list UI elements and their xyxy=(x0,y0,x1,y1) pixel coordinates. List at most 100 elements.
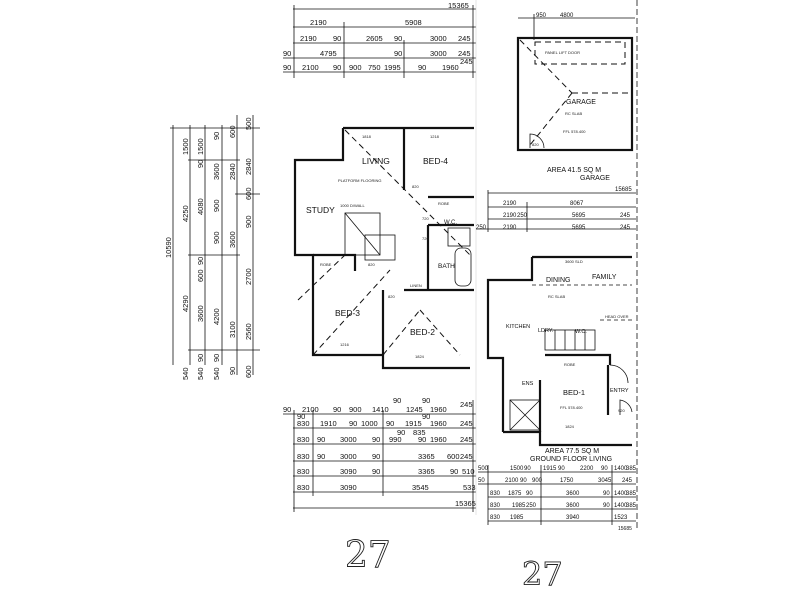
room-label-bed4: BED-4 xyxy=(423,156,448,166)
staircase xyxy=(344,212,381,256)
door-size: 820 xyxy=(532,142,539,147)
dim-text: 600 xyxy=(244,187,253,200)
dim-text: 3600 xyxy=(566,491,580,497)
dim-text: 600 xyxy=(196,269,205,282)
dim-text: 245 xyxy=(620,225,631,231)
dim-text: 500 xyxy=(244,117,253,130)
room-label-ensuite: ENS xyxy=(522,381,534,387)
dim-text: 5695 xyxy=(572,213,586,219)
dim-text: 2840 xyxy=(228,163,237,180)
dim-text: 3365 xyxy=(418,452,435,461)
dim-text: 900 xyxy=(532,478,543,484)
dim-text: 900 xyxy=(212,231,221,244)
entry-door-swing xyxy=(619,399,633,415)
garage-door-swing xyxy=(529,133,545,149)
dim-text: 5695 xyxy=(572,225,586,231)
dim-text: 1400 xyxy=(614,466,628,472)
dim-text: 3090 xyxy=(340,467,357,476)
dim-text: 5908 xyxy=(405,18,422,27)
dim-text: 2190 xyxy=(503,201,517,207)
dim-text: 750 xyxy=(368,63,381,72)
ground-floor-area: AREA 77.5 SQ M xyxy=(545,448,599,455)
dim-text: 90 xyxy=(601,466,608,472)
dim-text: 2190 xyxy=(503,225,517,231)
dim-text: 50 xyxy=(478,478,485,484)
door-size: 920 xyxy=(618,408,625,413)
dim-text: 245 xyxy=(460,452,473,461)
dim-text: 90 xyxy=(394,34,402,43)
note-panel-lift-door: PANEL LIFT DOOR xyxy=(545,50,580,55)
dim-text: 4080 xyxy=(196,198,205,215)
dim-text: 3000 xyxy=(430,34,447,43)
window-size: 1818 xyxy=(362,134,372,139)
dim-text: 600 xyxy=(244,365,253,378)
ground-top-dimensions: 15685 2190 8067 2190 250 5695 245 250 21… xyxy=(476,187,636,232)
note-slab: RC SLAB xyxy=(548,294,565,299)
dim-text: 90 xyxy=(283,49,291,58)
dim-text: 3000 xyxy=(340,435,357,444)
room-label-entry: ENTRY xyxy=(610,388,629,394)
dim-text: 3000 xyxy=(430,49,447,58)
dim-text: 90 xyxy=(372,435,380,444)
dim-text: 250 xyxy=(476,225,487,231)
dim-text: 245 xyxy=(460,419,473,428)
dim-text: 90 xyxy=(349,419,357,428)
page-number-left: 27 xyxy=(345,535,391,576)
dim-text: 2200 xyxy=(580,466,594,472)
dim-text: 600 xyxy=(447,452,460,461)
dim-text: 2190 xyxy=(503,213,517,219)
dim-text: 2700 xyxy=(244,268,253,285)
dim-text: 3045 xyxy=(598,478,612,484)
dim-text: 1000 xyxy=(361,419,378,428)
room-label-wc: W.C. xyxy=(575,329,587,335)
dim-text: 8067 xyxy=(570,201,584,207)
dim-text: 245 xyxy=(458,49,471,58)
dim-text: 533 xyxy=(463,483,476,492)
dim-text: 90 xyxy=(333,405,341,414)
dim-text: 4200 xyxy=(212,308,221,325)
dim-text: 3600 xyxy=(212,163,221,180)
dim-text: 830 xyxy=(297,435,310,444)
dim-text: 1960 xyxy=(442,63,459,72)
dim-text: 3940 xyxy=(566,515,580,521)
dim-text: 2100 xyxy=(505,478,519,484)
dim-text: 90 xyxy=(524,466,531,472)
dim-text: 4290 xyxy=(181,295,190,312)
dim-overall: 15685 xyxy=(615,187,632,193)
dim-text: 90 xyxy=(212,354,221,362)
upper-bottom-dimensions: 90 2100 90 900 1410 90 1245 90 1960 245 … xyxy=(283,396,476,512)
dim-text: 1500 xyxy=(510,466,524,472)
garage-walls xyxy=(516,36,634,152)
note-wall: 1000 D/WALL xyxy=(340,203,366,208)
dim-text: 90 xyxy=(283,405,291,414)
dim-text: 90 xyxy=(333,34,341,43)
dim-text: 2190 xyxy=(310,18,327,27)
dim-overall: 15365 xyxy=(455,499,476,508)
note-ffl: FFL 578.400 xyxy=(563,129,586,134)
dim-text: 1960 xyxy=(430,435,447,444)
door-size: 820 xyxy=(412,184,419,189)
dim-text: 900 xyxy=(349,63,362,72)
dim-text: 90 xyxy=(418,63,426,72)
room-label-robe: ROBE xyxy=(438,201,450,206)
ground-floor-area-label: GROUND FLOOR LIVING xyxy=(530,456,612,463)
dim-text: 1400 xyxy=(614,491,628,497)
dim-text: 1915 xyxy=(543,466,557,472)
dim-text: 245 xyxy=(460,57,473,66)
dim-text: 250 xyxy=(517,213,528,219)
dim-text: 90 xyxy=(526,491,533,497)
room-label-living: LIVING xyxy=(362,156,390,166)
dim-text: 3100 xyxy=(228,321,237,338)
window-size: 1824 xyxy=(565,424,575,429)
dim-text: 90 xyxy=(196,257,205,265)
dim-text: 385 xyxy=(626,466,637,472)
upper-left-dimensions: 10590 1500 4250 4290 540 1500 90 4080 90… xyxy=(164,115,260,380)
bathtub xyxy=(454,247,472,287)
dim-text: 1985 xyxy=(510,515,524,521)
door-size: 820 xyxy=(368,262,375,267)
window-size: 1824 xyxy=(415,354,425,359)
dim-text: 900 xyxy=(244,215,253,228)
shower xyxy=(447,227,471,247)
dim-text: 385 xyxy=(626,503,637,509)
